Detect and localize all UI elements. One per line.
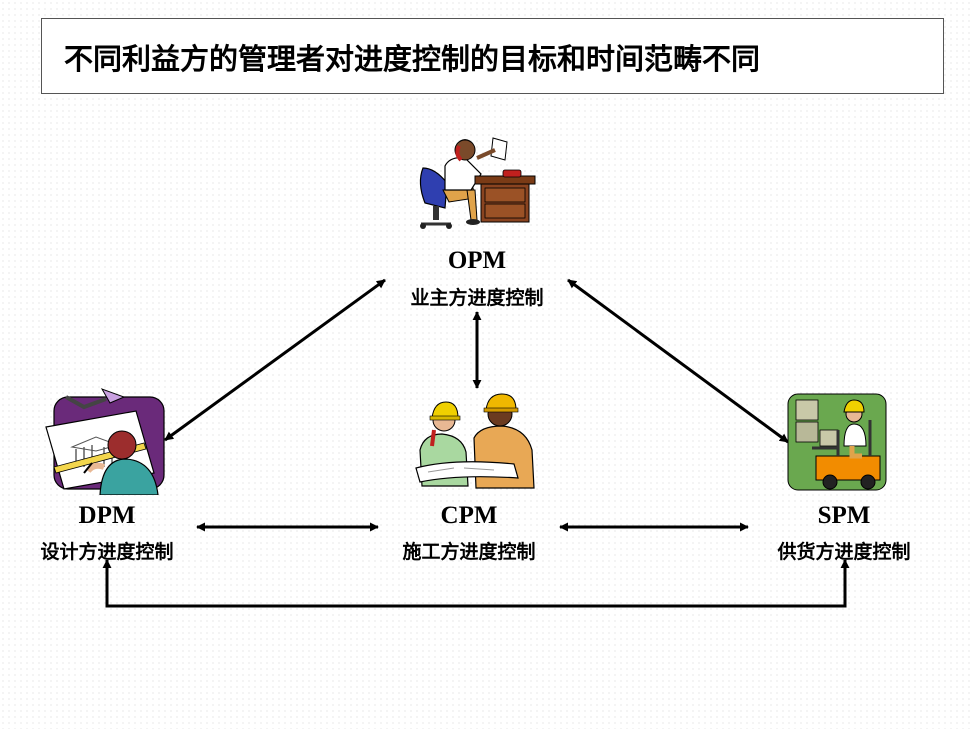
cpm-label: 施工方进度控制	[402, 541, 536, 563]
opm-label: 业主方进度控制	[410, 287, 544, 309]
designer-drafting-illustration	[45, 388, 165, 495]
owner-at-desk-illustration	[419, 137, 536, 229]
arrow-dpm-spm	[102, 559, 850, 608]
opm-code: OPM	[447, 247, 507, 274]
slide-title: 不同利益方的管理者对进度控制的目标和时间范畴不同	[64, 42, 761, 76]
cpm-code: CPM	[440, 502, 498, 529]
title-box: 不同利益方的管理者对进度控制的目标和时间范畴不同	[41, 18, 944, 94]
spm-label: 供货方进度控制	[777, 541, 911, 563]
construction-workers-illustration	[415, 393, 535, 489]
arrow-opm-dpm	[164, 278, 386, 442]
forklift-supplier-illustration	[787, 393, 887, 491]
dpm-code: DPM	[78, 502, 136, 529]
dpm-label: 设计方进度控制	[40, 541, 174, 563]
arrow-opm-spm	[567, 278, 789, 444]
spm-code: SPM	[817, 502, 871, 529]
